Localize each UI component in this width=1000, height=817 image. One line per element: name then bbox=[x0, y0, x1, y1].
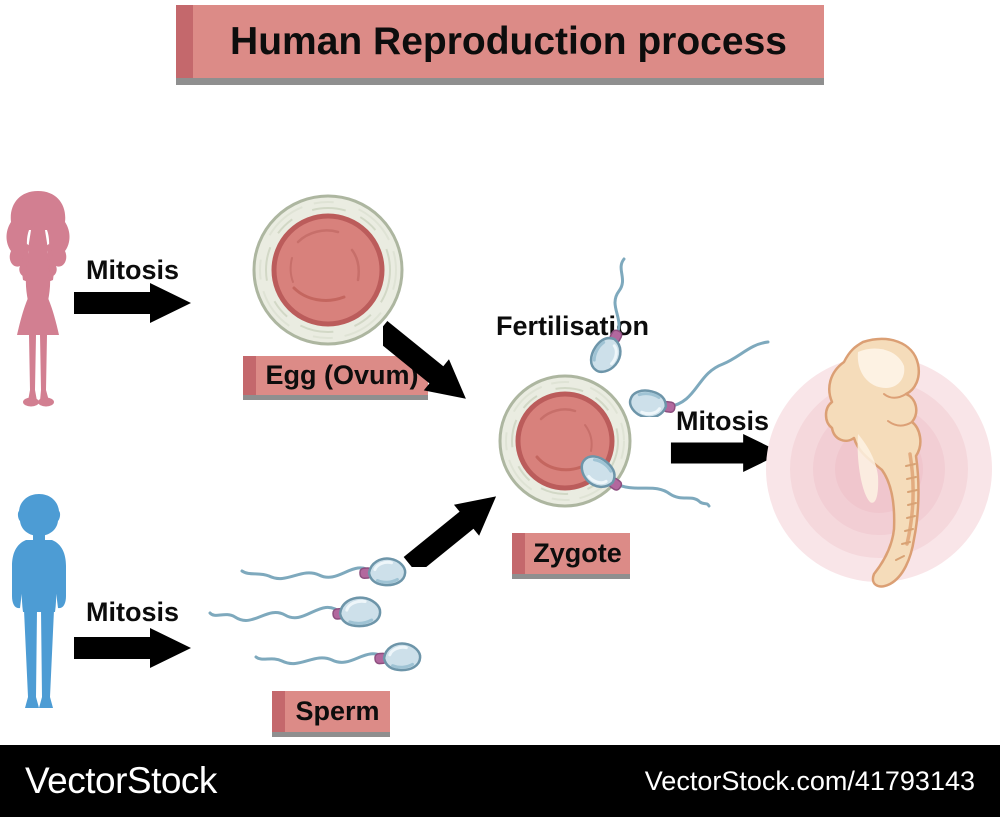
sperm-icon bbox=[240, 557, 407, 587]
egg-ovum-illustration bbox=[252, 194, 404, 346]
embryo-illustration bbox=[824, 337, 922, 588]
zygote-label-tag: Zygote bbox=[512, 533, 630, 574]
sperm-icon bbox=[589, 257, 626, 373]
watermark-bar: VectorStock VectorStock.com/41793143 bbox=[0, 745, 1000, 817]
arrow-right-icon bbox=[670, 434, 783, 472]
mitosis-label-embryo: Mitosis bbox=[676, 406, 770, 436]
mitosis-label-female: Mitosis bbox=[86, 255, 180, 285]
egg-label-tag: Egg (Ovum) bbox=[243, 356, 428, 395]
arrow-right-icon bbox=[74, 283, 191, 323]
watermark-credit: VectorStock.com/41793143 bbox=[644, 765, 975, 796]
sperm-icon bbox=[208, 596, 382, 628]
fertilisation-label: Fertilisation bbox=[496, 311, 650, 341]
egg-label: Egg (Ovum) bbox=[265, 360, 419, 390]
arrow-diagonal-up-icon bbox=[403, 496, 497, 567]
zygote-label: Zygote bbox=[533, 538, 622, 568]
arrow-right-icon bbox=[74, 628, 191, 668]
watermark-brand: VectorStock bbox=[25, 760, 217, 801]
mitosis-label-male: Mitosis bbox=[86, 597, 180, 627]
sperm-icon bbox=[628, 340, 770, 417]
sperm-label-tag: Sperm bbox=[272, 691, 390, 732]
female-silhouette-icon bbox=[6, 191, 70, 407]
page-title: Human Reproduction process bbox=[230, 19, 787, 63]
sperm-label: Sperm bbox=[295, 696, 380, 726]
male-silhouette-icon bbox=[12, 494, 66, 708]
title-banner: Human Reproduction process bbox=[176, 5, 824, 78]
sperm-icon bbox=[580, 455, 711, 508]
sperm-icon bbox=[254, 642, 422, 672]
arrow-diagonal-down-icon bbox=[383, 320, 466, 399]
